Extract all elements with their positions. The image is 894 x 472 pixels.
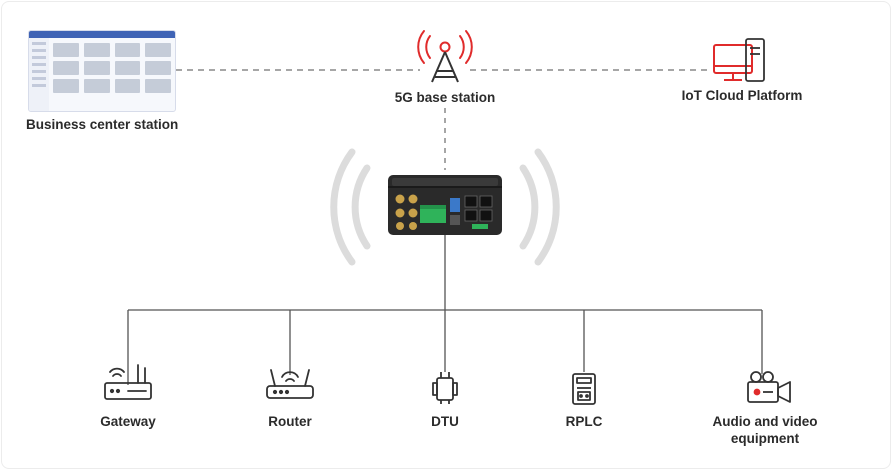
audio-video-label-line1: Audio and video — [712, 414, 818, 429]
gateway-label: Gateway — [100, 414, 156, 429]
tower-icon — [417, 30, 473, 64]
rplc-icon — [572, 373, 596, 405]
audio-video-label-line2: equipment — [730, 431, 800, 446]
business-center-label: Business center station — [26, 117, 179, 132]
industrial-router-device — [388, 175, 502, 235]
router-label: Router — [268, 414, 312, 429]
rplc-label: RPLC — [565, 414, 603, 429]
signal-waves-left — [330, 148, 371, 266]
camera-icon — [747, 371, 791, 403]
audio-video-label: Audio and video equipment — [690, 413, 840, 447]
server-tower-icon — [745, 38, 765, 82]
gateway-icon — [104, 364, 152, 400]
signal-waves-right — [519, 148, 560, 266]
base-station-label: 5G base station — [394, 90, 496, 105]
router-icon — [266, 369, 314, 399]
business-dashboard-thumbnail — [28, 30, 176, 112]
cloud-platform-label: IoT Cloud Platform — [681, 88, 803, 103]
tower-mast — [431, 51, 459, 83]
dtu-label: DTU — [431, 414, 459, 429]
dtu-icon — [432, 372, 458, 404]
